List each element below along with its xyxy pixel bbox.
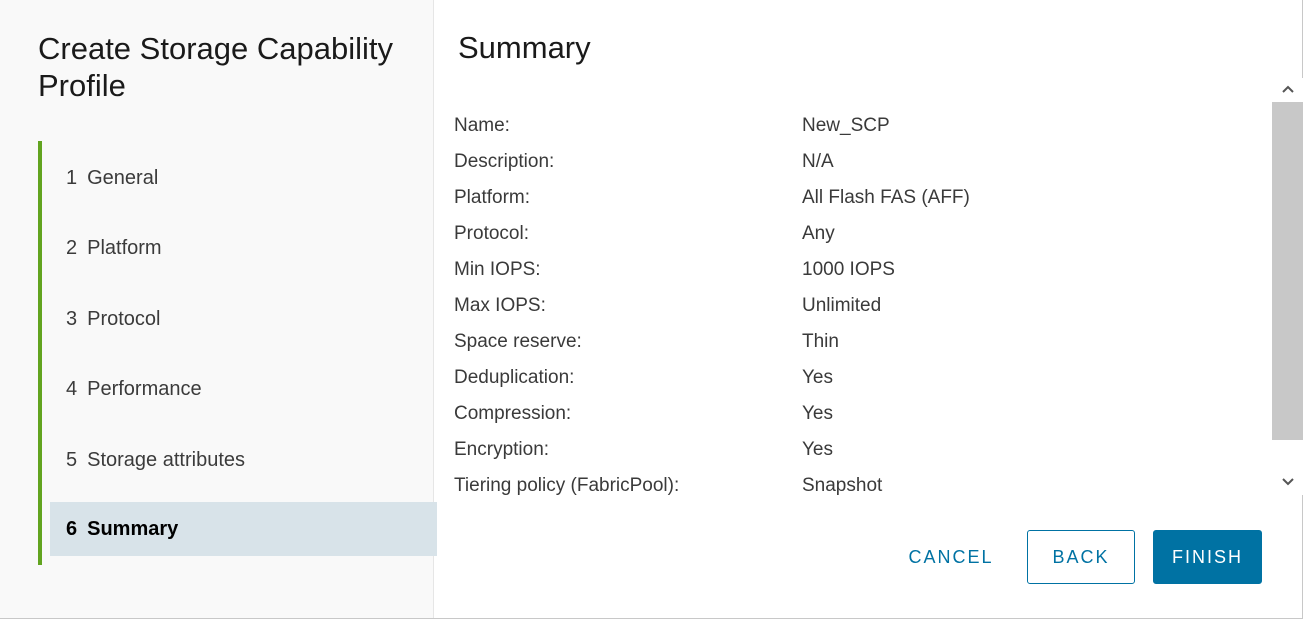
row-label: Description:	[454, 151, 555, 172]
row-label: Tiering policy (FabricPool):	[454, 475, 680, 495]
step-label: Summary	[87, 517, 179, 540]
row-value: 1000 IOPS	[802, 259, 895, 280]
step-label: Storage attributes	[87, 448, 245, 471]
step-number: 1	[66, 166, 78, 189]
wizard-sidebar: Create Storage Capability Profile 1 Gene…	[0, 0, 437, 618]
row-value: Snapshot	[802, 475, 883, 495]
summary-list: Name: New_SCP Description: N/A Platform:…	[454, 114, 970, 495]
wizard-title: Create Storage Capability Profile	[38, 31, 393, 103]
page-title: Summary	[458, 30, 591, 65]
row-label: Space reserve:	[454, 331, 582, 352]
row-value: Yes	[802, 439, 833, 460]
step-platform[interactable]: 2 Platform	[50, 221, 437, 275]
scrollbar-thumb[interactable]	[1272, 102, 1303, 440]
row-label: Max IOPS:	[454, 295, 546, 316]
summary-row-min-iops: Min IOPS: 1000 IOPS	[454, 258, 970, 294]
summary-row-deduplication: Deduplication: Yes	[454, 366, 970, 402]
row-value: Yes	[802, 403, 833, 424]
summary-row-tiering-policy: Tiering policy (FabricPool): Snapshot	[454, 474, 970, 495]
step-number: 2	[66, 236, 78, 259]
row-value: Unlimited	[802, 295, 882, 316]
wizard-steps: 1 General 2 Platform 3 Protocol 4 Perfor…	[38, 141, 437, 565]
summary-scroll-area[interactable]: Name: New_SCP Description: N/A Platform:…	[434, 78, 1303, 495]
summary-row-max-iops: Max IOPS: Unlimited	[454, 294, 970, 330]
step-number: 4	[66, 377, 78, 400]
row-value: Yes	[802, 367, 833, 388]
row-label: Compression:	[454, 403, 572, 424]
step-protocol[interactable]: 3 Protocol	[50, 292, 437, 346]
chevron-down-icon[interactable]	[1272, 471, 1303, 493]
summary-row-compression: Compression: Yes	[454, 402, 970, 438]
row-label: Min IOPS:	[454, 259, 541, 280]
summary-row-space-reserve: Space reserve: Thin	[454, 330, 970, 366]
summary-row-protocol: Protocol: Any	[454, 222, 970, 258]
summary-row-platform: Platform: All Flash FAS (AFF)	[454, 186, 970, 222]
step-number: 5	[66, 448, 78, 471]
summary-row-encryption: Encryption: Yes	[454, 438, 970, 474]
step-label: Platform	[87, 236, 162, 259]
summary-row-name: Name: New_SCP	[454, 114, 970, 150]
row-value: Any	[802, 223, 835, 244]
step-storage-attributes[interactable]: 5 Storage attributes	[50, 433, 437, 487]
step-general[interactable]: 1 General	[50, 151, 437, 205]
back-button[interactable]: BACK	[1027, 530, 1135, 584]
step-summary[interactable]: 6 Summary	[50, 502, 437, 556]
vertical-scrollbar[interactable]	[1272, 78, 1303, 495]
row-value: All Flash FAS (AFF)	[802, 187, 970, 208]
finish-button[interactable]: FINISH	[1153, 530, 1262, 584]
row-label: Name:	[454, 115, 510, 136]
summary-row-description: Description: N/A	[454, 150, 970, 186]
row-label: Encryption:	[454, 439, 550, 460]
step-performance[interactable]: 4 Performance	[50, 362, 437, 416]
row-label: Deduplication:	[454, 367, 575, 388]
row-value: N/A	[802, 151, 834, 172]
step-label: Performance	[87, 377, 202, 400]
step-number: 3	[66, 307, 78, 330]
wizard-content: Summary Name: New_SCP Description: N/A P…	[434, 0, 1303, 618]
row-value: Thin	[802, 331, 839, 352]
row-label: Platform:	[454, 187, 531, 208]
wizard-footer: CANCEL BACK FINISH	[434, 530, 1303, 584]
step-label: Protocol	[87, 307, 161, 330]
step-number: 6	[66, 517, 78, 540]
cancel-button[interactable]: CANCEL	[908, 546, 994, 567]
row-label: Protocol:	[454, 223, 529, 244]
row-value: New_SCP	[802, 115, 890, 136]
step-label: General	[87, 166, 159, 189]
chevron-up-icon[interactable]	[1272, 78, 1303, 100]
